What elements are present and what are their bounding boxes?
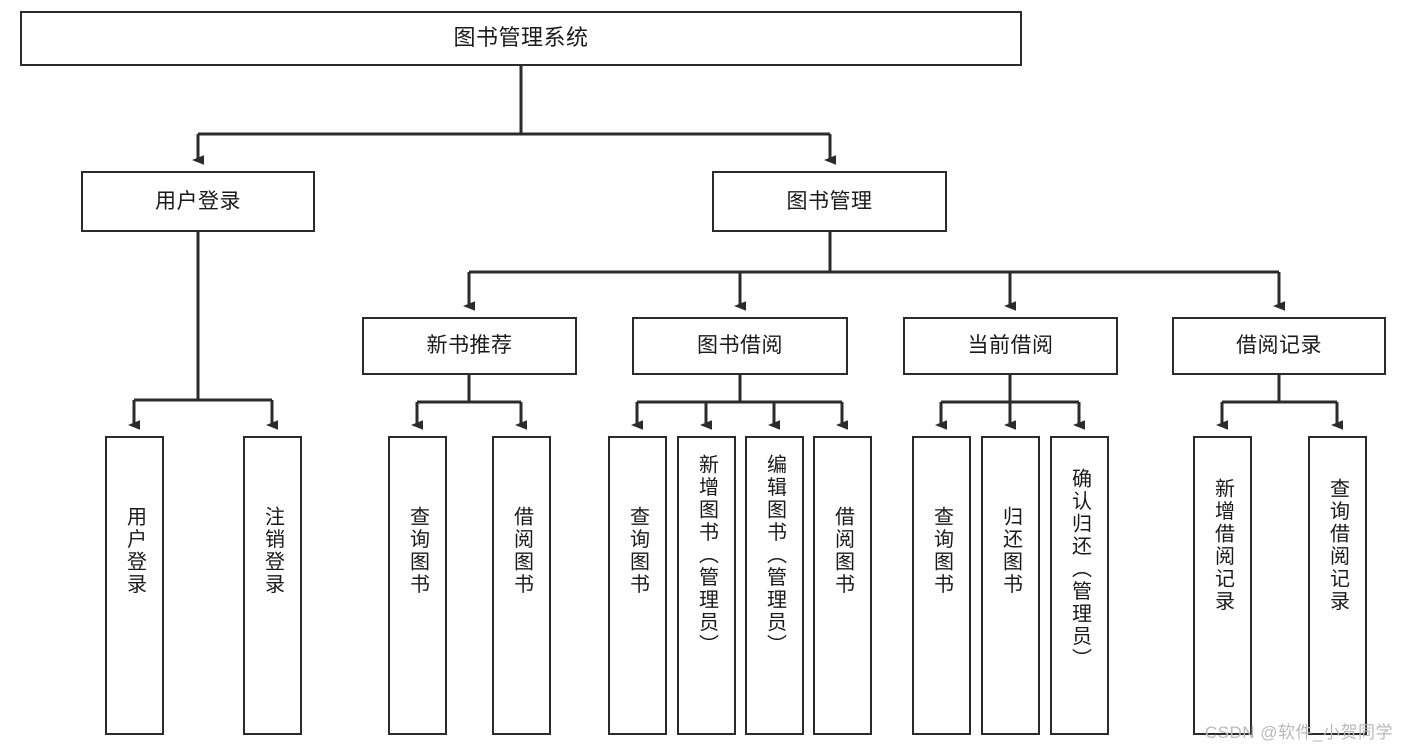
leaf-return-book[interactable]: 归还图书 (981, 436, 1040, 735)
node-label: 新增图书（管理员） (695, 454, 718, 657)
leaf-query-borrow-record[interactable]: 查询借阅记录 (1308, 436, 1367, 735)
node-borrow-record[interactable]: 借阅记录 (1172, 317, 1386, 375)
leaf-borrow-book-newbook[interactable]: 借阅图书 (492, 436, 551, 735)
node-root-system[interactable]: 图书管理系统 (20, 11, 1022, 66)
node-label: 借阅图书 (510, 506, 533, 596)
node-book-management[interactable]: 图书管理 (712, 171, 947, 232)
leaf-query-book-newbook[interactable]: 查询图书 (388, 436, 447, 735)
node-label: 新书推荐 (426, 334, 513, 358)
node-label: 图书借阅 (697, 334, 783, 358)
leaf-query-book-borrow[interactable]: 查询图书 (608, 436, 667, 735)
node-label: 图书管理 (786, 189, 873, 213)
node-label: 查询图书 (626, 506, 649, 596)
leaf-logout[interactable]: 注销登录 (243, 436, 302, 735)
leaf-add-borrow-record[interactable]: 新增借阅记录 (1193, 436, 1252, 735)
node-user-login[interactable]: 用户登录 (81, 171, 315, 232)
node-label: 图书管理系统 (453, 25, 589, 51)
node-label: 用户登录 (123, 506, 146, 596)
node-label: 查询图书 (930, 506, 953, 596)
node-label: 编辑图书（管理员） (763, 454, 786, 657)
node-label: 借阅图书 (831, 506, 854, 596)
node-label: 查询图书 (406, 506, 429, 596)
leaf-confirm-return-admin[interactable]: 确认归还（管理员） (1050, 436, 1109, 735)
leaf-user-login[interactable]: 用户登录 (105, 436, 164, 735)
leaf-query-book-current[interactable]: 查询图书 (912, 436, 971, 735)
node-book-borrow[interactable]: 图书借阅 (632, 317, 848, 375)
csdn-watermark: CSDN @软件_小贺同学 (1204, 723, 1393, 742)
node-label: 借阅记录 (1236, 334, 1322, 358)
node-label: 用户登录 (155, 189, 241, 213)
node-label: 新增借阅记录 (1211, 478, 1234, 613)
node-new-book-recommend[interactable]: 新书推荐 (362, 317, 577, 375)
node-label: 归还图书 (999, 506, 1022, 596)
leaf-add-book-admin[interactable]: 新增图书（管理员） (677, 436, 736, 735)
node-label: 确认归还（管理员） (1068, 468, 1091, 671)
node-label: 查询借阅记录 (1326, 478, 1349, 613)
node-label: 注销登录 (261, 506, 284, 596)
node-label: 当前借阅 (967, 334, 1054, 358)
leaf-borrow-book[interactable]: 借阅图书 (813, 436, 872, 735)
node-current-borrow[interactable]: 当前借阅 (903, 317, 1118, 375)
leaf-edit-book-admin[interactable]: 编辑图书（管理员） (745, 436, 804, 735)
